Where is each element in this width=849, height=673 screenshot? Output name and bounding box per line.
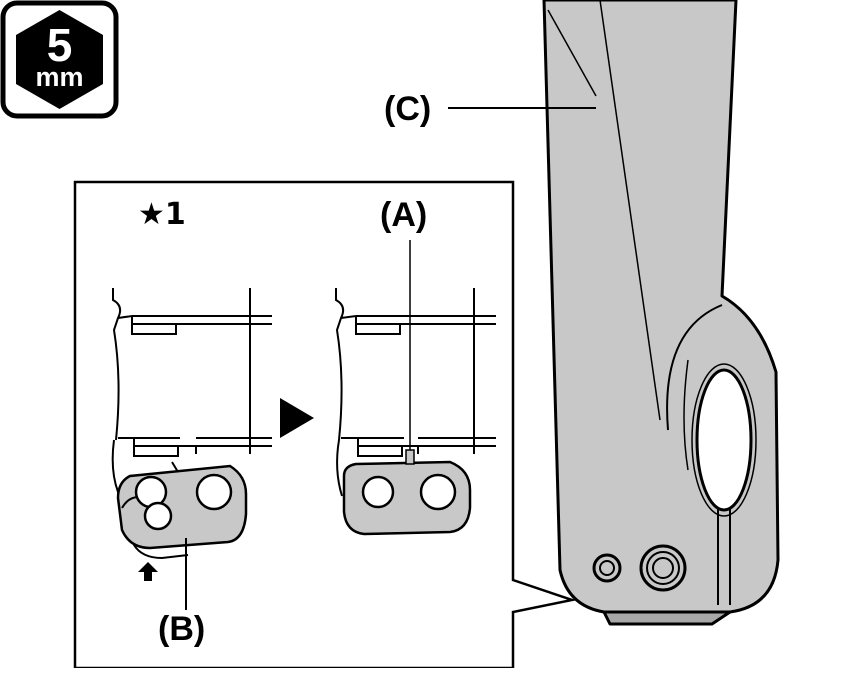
detail-before	[111, 288, 272, 610]
tool-size-unit: mm	[35, 62, 84, 92]
tool-size-number: 5	[46, 19, 73, 71]
detail-after	[335, 240, 496, 536]
hex-wrench-icon	[0, 0, 119, 119]
label-c: (C)	[384, 90, 432, 128]
up-arrow-icon	[138, 562, 158, 581]
hex-wrench-badge: 5 mm	[0, 0, 119, 119]
step-marker: ★1	[138, 197, 186, 232]
right-arrow-icon	[280, 398, 314, 438]
label-a: (A)	[380, 196, 428, 234]
label-b: (B)	[158, 610, 206, 648]
crank-arm	[542, 0, 780, 626]
detail-inset	[73, 180, 577, 670]
